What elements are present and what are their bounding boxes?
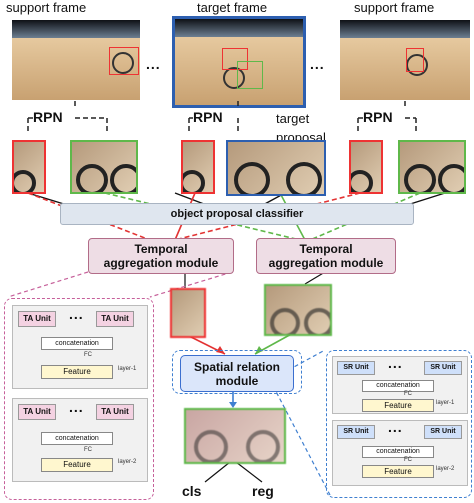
rpn-label-left: RPN bbox=[33, 109, 63, 125]
target-frame bbox=[172, 16, 306, 108]
motorbike-image bbox=[406, 54, 428, 76]
ta-unit: TA Unit bbox=[18, 311, 56, 327]
proposal-crop-right-red bbox=[349, 140, 383, 194]
sr-concatenation: concatenation bbox=[362, 446, 434, 458]
sr-unit: SR Unit bbox=[337, 425, 375, 439]
sr-block-container bbox=[326, 350, 472, 498]
spatial-relation-module: Spatial relation module bbox=[180, 355, 294, 392]
sr-layer-1-label: layer-1 bbox=[436, 400, 455, 406]
aggregated-crop-green bbox=[264, 284, 332, 336]
ta-block-container bbox=[4, 298, 154, 500]
proposal-crop-center-red bbox=[181, 140, 215, 194]
cls-output: cls bbox=[182, 483, 202, 499]
sr-dots: ... bbox=[388, 355, 403, 371]
support-frame-left-label: support frame bbox=[6, 0, 87, 15]
ta-unit: TA Unit bbox=[96, 404, 134, 420]
sr-feature: Feature bbox=[362, 399, 434, 412]
ta-feature: Feature bbox=[41, 365, 113, 379]
sr-layer-2-label: layer-2 bbox=[436, 466, 455, 472]
sr-dots: ... bbox=[388, 419, 403, 435]
support-frame-right bbox=[340, 20, 470, 100]
rpn-label-center: RPN bbox=[193, 109, 223, 125]
support-frame-right-label: support frame bbox=[354, 0, 435, 15]
ta-layer-2-label: layer-2 bbox=[118, 459, 137, 465]
output-crop bbox=[184, 408, 286, 464]
aggregated-crop-red bbox=[170, 288, 206, 338]
ta-unit: TA Unit bbox=[96, 311, 134, 327]
target-proposal-crop bbox=[226, 140, 326, 196]
proposal-crop-right-green bbox=[398, 140, 466, 194]
temporal-aggregation-module-left: Temporal aggregation module bbox=[88, 238, 234, 274]
ellipsis-left: ... bbox=[146, 56, 161, 72]
motorbike-image bbox=[223, 67, 245, 89]
ta-dots: ... bbox=[69, 399, 84, 415]
object-proposal-classifier: object proposal classifier bbox=[60, 203, 414, 225]
proposal-crop-left-green bbox=[70, 140, 138, 194]
motorbike-image bbox=[112, 52, 134, 74]
ta-concatenation: concatenation bbox=[41, 432, 113, 445]
target-frame-label: target frame bbox=[197, 0, 268, 15]
sr-concatenation: concatenation bbox=[362, 380, 434, 392]
sr-fc-label: FC bbox=[404, 391, 412, 397]
ta-dots: ... bbox=[69, 306, 84, 322]
ta-fc-label: FC bbox=[84, 352, 92, 358]
sr-fc-label: FC bbox=[404, 457, 412, 463]
ta-unit: TA Unit bbox=[18, 404, 56, 420]
ellipsis-right: ... bbox=[310, 56, 325, 72]
sr-feature: Feature bbox=[362, 465, 434, 478]
sr-unit: SR Unit bbox=[424, 425, 462, 439]
spatial-module-dashed-outline bbox=[172, 350, 302, 394]
ta-fc-label: FC bbox=[84, 447, 92, 453]
ta-layer-1-label: layer-1 bbox=[118, 366, 137, 372]
sr-unit: SR Unit bbox=[337, 361, 375, 375]
rpn-label-right: RPN bbox=[363, 109, 393, 125]
proposal-crop-left-red bbox=[12, 140, 46, 194]
ta-feature: Feature bbox=[41, 458, 113, 472]
reg-output: reg bbox=[252, 483, 274, 499]
support-frame-left bbox=[12, 20, 140, 100]
ta-concatenation: concatenation bbox=[41, 337, 113, 350]
temporal-aggregation-module-right: Temporal aggregation module bbox=[256, 238, 396, 274]
sr-unit: SR Unit bbox=[424, 361, 462, 375]
